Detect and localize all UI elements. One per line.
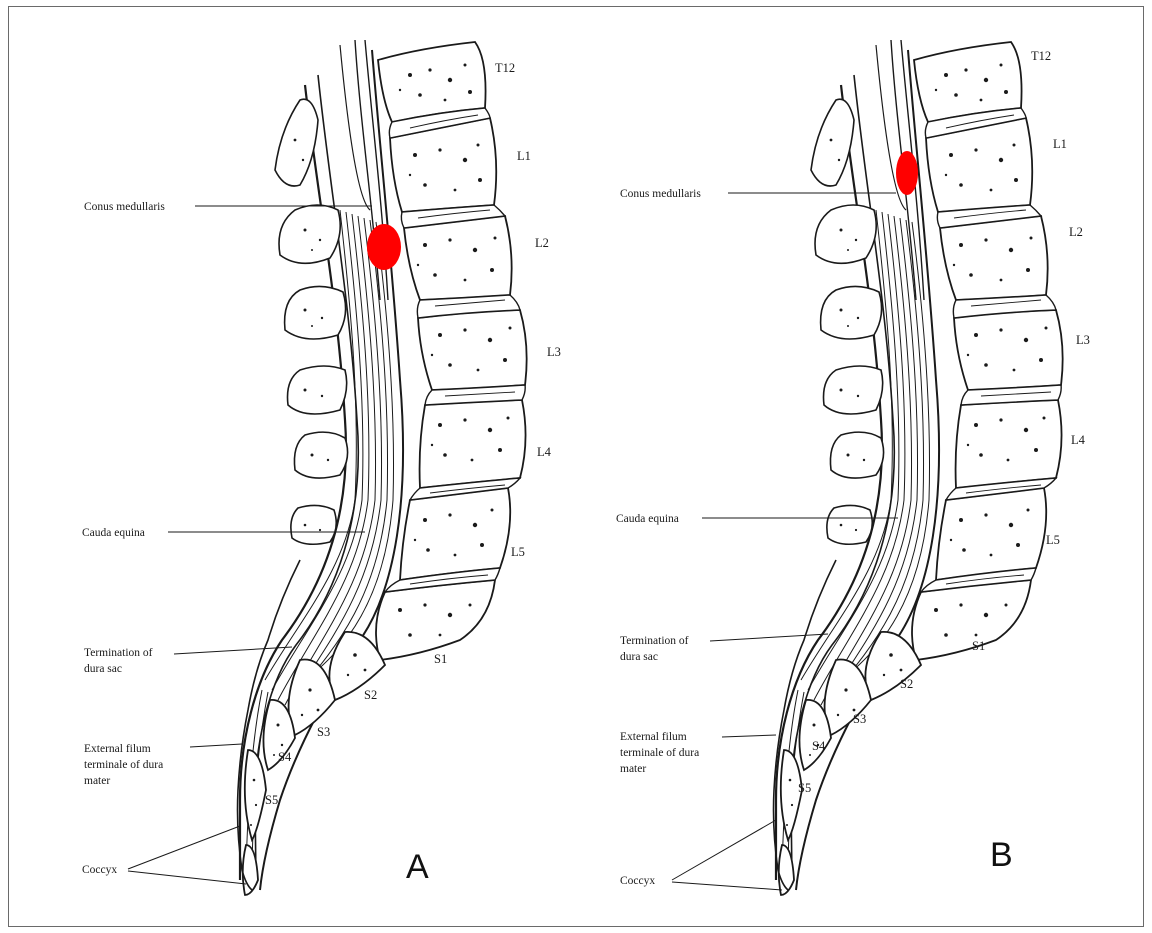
label-conus-b: Conus medullaris: [620, 188, 701, 200]
vlabel-l3-a: L3: [547, 345, 561, 359]
vlabel-s2-b: S2: [900, 677, 913, 691]
spine-drawing-b: [774, 40, 1063, 895]
vlabel-s5-b: S5: [798, 781, 811, 795]
panel-a: Conus medullaris Cauda equina Terminatio…: [82, 40, 561, 895]
label-filum-a-line2: terminale of dura: [84, 759, 163, 771]
vlabel-l2-b: L2: [1069, 225, 1083, 239]
label-coccyx-b: Coccyx: [620, 875, 655, 887]
lesion-marker-b: [896, 151, 918, 195]
label-coccyx-a: Coccyx: [82, 864, 117, 876]
vlabel-l4-a: L4: [537, 445, 552, 459]
vlabel-l1-a: L1: [517, 149, 531, 163]
vlabel-l3-b: L3: [1076, 333, 1090, 347]
label-filum-b-line2: terminale of dura: [620, 747, 699, 759]
vlabel-s1-a: S1: [434, 652, 447, 666]
lesion-marker-a: [367, 224, 401, 270]
leader-dura-b: [710, 634, 828, 641]
vlabel-t12-b: T12: [1031, 49, 1051, 63]
label-filum-a-line3: mater: [84, 775, 110, 787]
vlabel-s4-a: S4: [278, 750, 292, 764]
label-dura-a-line2: dura sac: [84, 663, 122, 675]
leader-coccyx-a-1: [128, 826, 240, 869]
vlabel-l1-b: L1: [1053, 137, 1067, 151]
leader-coccyx-b-2: [672, 882, 782, 890]
vlabel-t12-a: T12: [495, 61, 515, 75]
label-filum-a-line1: External filum: [84, 743, 151, 755]
label-dura-b-line1: Termination of: [620, 635, 689, 647]
label-filum-b-line1: External filum: [620, 731, 687, 743]
vlabel-s4-b: S4: [812, 739, 826, 753]
vlabel-l2-a: L2: [535, 236, 549, 250]
panel-letter-a: A: [406, 848, 429, 886]
label-cauda-a: Cauda equina: [82, 527, 145, 539]
leader-coccyx-a-2: [128, 871, 246, 884]
vlabel-s2-a: S2: [364, 688, 377, 702]
vlabel-s5-a: S5: [265, 793, 278, 807]
vlabel-s3-a: S3: [317, 725, 330, 739]
label-filum-b-line3: mater: [620, 763, 646, 775]
label-conus-a: Conus medullaris: [84, 201, 165, 213]
leader-filum-a: [190, 744, 242, 747]
vlabel-s3-b: S3: [853, 712, 866, 726]
label-cauda-b: Cauda equina: [616, 513, 679, 525]
label-dura-b-line2: dura sac: [620, 651, 658, 663]
vlabel-l5-a: L5: [511, 545, 525, 559]
panel-letter-b: B: [990, 836, 1013, 874]
leader-filum-b: [722, 735, 776, 737]
leader-coccyx-b-1: [672, 820, 776, 880]
label-dura-a-line1: Termination of: [84, 647, 153, 659]
panel-b: Conus medullaris Cauda equina Terminatio…: [616, 40, 1090, 895]
vlabel-l4-b: L4: [1071, 433, 1086, 447]
vlabel-s1-b: S1: [972, 639, 985, 653]
vlabel-l5-b: L5: [1046, 533, 1060, 547]
spine-drawing-a: [238, 40, 527, 895]
